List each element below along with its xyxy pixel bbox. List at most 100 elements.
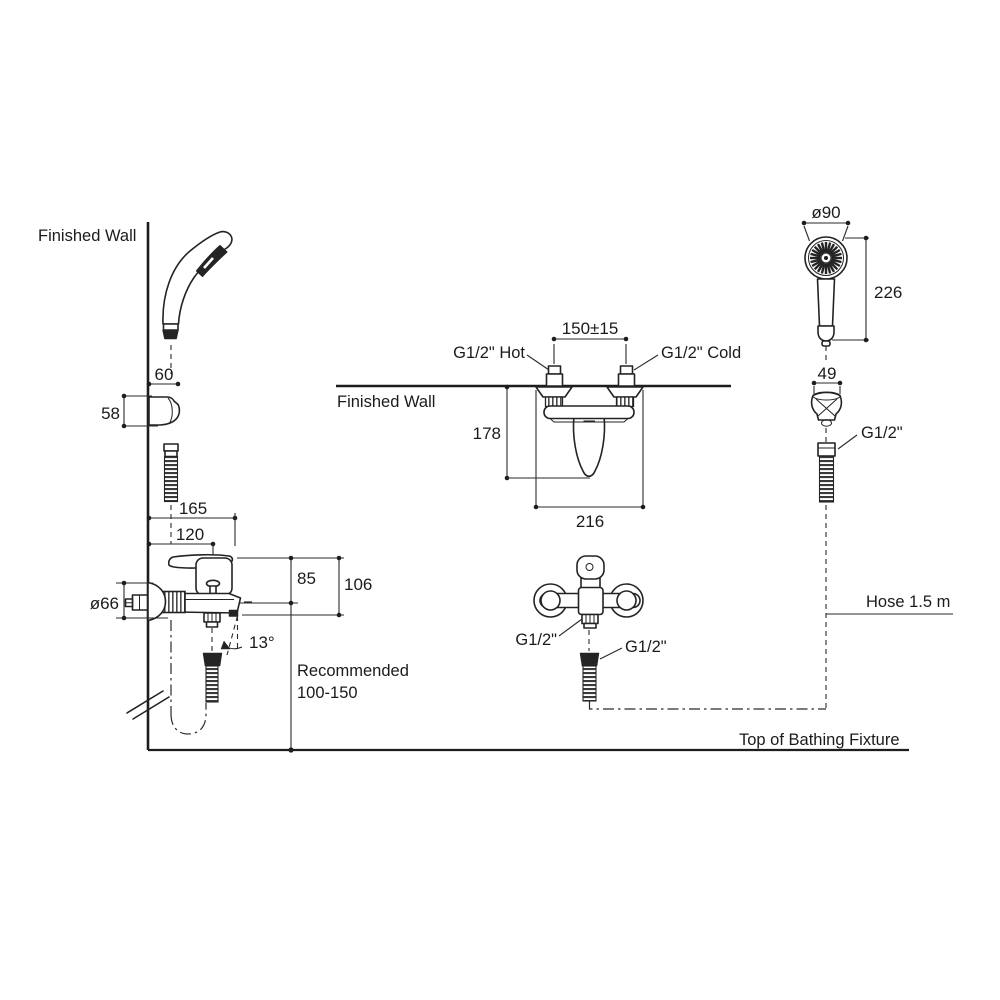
dim-60-label: 60 — [155, 365, 174, 384]
rear-handle — [576, 555, 605, 580]
dimension-heights: 85 106 — [237, 555, 372, 753]
dim-85-label: 85 — [297, 569, 316, 588]
hose-nut — [202, 652, 223, 667]
right-handshower-view: ø90 226 — [801, 203, 953, 709]
mixer-body-bar — [543, 405, 635, 420]
fixture-label: Top of Bathing Fixture — [739, 731, 900, 749]
spray-spoke — [816, 262, 825, 273]
wand-nozzle — [162, 329, 179, 340]
left-elevation-view: Finished Wall 60 58 — [38, 222, 409, 753]
mixer-top-view — [535, 386, 644, 478]
dimension-reach-120: 120 — [146, 525, 216, 556]
recommended-note-line1: Recommended — [297, 662, 409, 680]
spray-spoke — [831, 258, 842, 264]
selector-slot — [203, 257, 214, 269]
dimension-body-width: 216 — [533, 390, 646, 531]
escutcheon-left — [535, 386, 573, 398]
dim-106-label: 106 — [344, 575, 372, 594]
cold-inlet-label: G1/2" Cold — [661, 344, 741, 362]
spray-spoke — [810, 258, 821, 264]
hot-inlet-label: G1/2" Hot — [453, 344, 525, 362]
hose-coil — [205, 665, 219, 703]
outlet-thread-label: G1/2" — [515, 631, 557, 649]
hose-coil — [818, 455, 835, 503]
wand-collar — [162, 323, 179, 331]
hot-leader — [526, 354, 550, 371]
handshower-handle-front — [816, 278, 836, 347]
spray-spoke — [820, 242, 826, 253]
dimension-wand-length: 226 — [832, 235, 902, 343]
angle-13-label: 13° — [249, 633, 275, 652]
spray-spoke — [829, 245, 839, 255]
hose-thread-leader — [599, 647, 623, 660]
hose-coil — [163, 455, 179, 503]
hose-coil — [582, 665, 597, 702]
spray-spoke — [827, 262, 836, 273]
spray-spoke — [820, 263, 826, 274]
hose-connector-lower — [202, 628, 223, 703]
dimension-flange-diameter: ø66 — [90, 580, 168, 621]
dimension-bracket-offset: 60 — [146, 365, 181, 387]
hose-nut — [579, 652, 600, 667]
cold-leader — [633, 354, 659, 371]
dim-66-label: ø66 — [90, 594, 119, 613]
center-rear-view: G1/2" G1/2" — [515, 555, 826, 710]
dimension-bracket-height: 58 — [101, 393, 158, 429]
spray-spoke — [811, 259, 822, 268]
center-top-view: Finished Wall 150±15 G1/2" Hot G1/2" Col… — [336, 319, 741, 531]
dimension-inlet-spacing: 150±15 — [551, 319, 629, 364]
spray-spoke — [813, 261, 823, 271]
hose-loop — [170, 620, 207, 735]
hose-connector-right — [817, 442, 836, 503]
dimension-reach-165: 165 — [146, 499, 238, 546]
bath-mixer-side — [124, 553, 252, 628]
dim-49-label: 49 — [818, 364, 837, 383]
dim-90-label: ø90 — [811, 203, 840, 222]
spray-spoke — [813, 245, 823, 255]
dim-120-label: 120 — [176, 525, 204, 544]
right-thread-leader — [837, 434, 858, 450]
dim-165-label: 165 — [179, 499, 207, 518]
angle-arrow — [220, 640, 231, 650]
hand-shower-side — [162, 230, 233, 340]
wall-flange-bell — [147, 581, 167, 622]
spray-spoke — [831, 252, 842, 258]
break-symbol — [126, 690, 170, 720]
dim-58-label: 58 — [101, 404, 120, 423]
hose-thread-label: G1/2" — [625, 638, 667, 656]
dim-226-label: 226 — [874, 283, 902, 302]
rear-outlet-collar — [583, 622, 597, 629]
hose-connector-upper — [163, 443, 179, 503]
spray-spoke — [810, 252, 821, 258]
rear-body — [577, 586, 604, 616]
hot-inlet-nipple — [545, 365, 564, 387]
outlet-collar — [205, 621, 219, 628]
dimension-drop-height: 178 — [473, 384, 590, 481]
finished-wall-label-left: Finished Wall — [38, 227, 136, 245]
spray-head-face — [804, 236, 848, 280]
spray-spoke — [826, 242, 832, 253]
dim-216-label: 216 — [576, 512, 604, 531]
recommended-note-line2: 100-150 — [297, 684, 358, 702]
shower-bracket-side — [148, 396, 181, 426]
spout-angle: 13° — [220, 615, 275, 656]
spray-spoke — [830, 259, 841, 268]
finished-wall-label-center: Finished Wall — [337, 393, 435, 411]
dimension-head-diameter: ø90 — [801, 203, 851, 242]
spray-spoke — [816, 243, 825, 254]
spray-pattern — [810, 242, 842, 274]
escutcheon-right — [606, 386, 644, 398]
spray-spoke — [811, 248, 822, 257]
shower-bracket-front — [810, 391, 843, 427]
hose-length-label: Hose 1.5 m — [866, 593, 950, 611]
cold-inlet-nipple — [617, 365, 636, 387]
spray-spoke — [826, 263, 832, 274]
dimension-bracket-width: 49 — [811, 364, 843, 394]
spout-aerator — [228, 609, 239, 617]
spray-spoke — [830, 248, 841, 257]
dim-178-label: 178 — [473, 424, 501, 443]
hose-run-line — [588, 701, 826, 710]
dim-150-label: 150±15 — [562, 319, 619, 338]
